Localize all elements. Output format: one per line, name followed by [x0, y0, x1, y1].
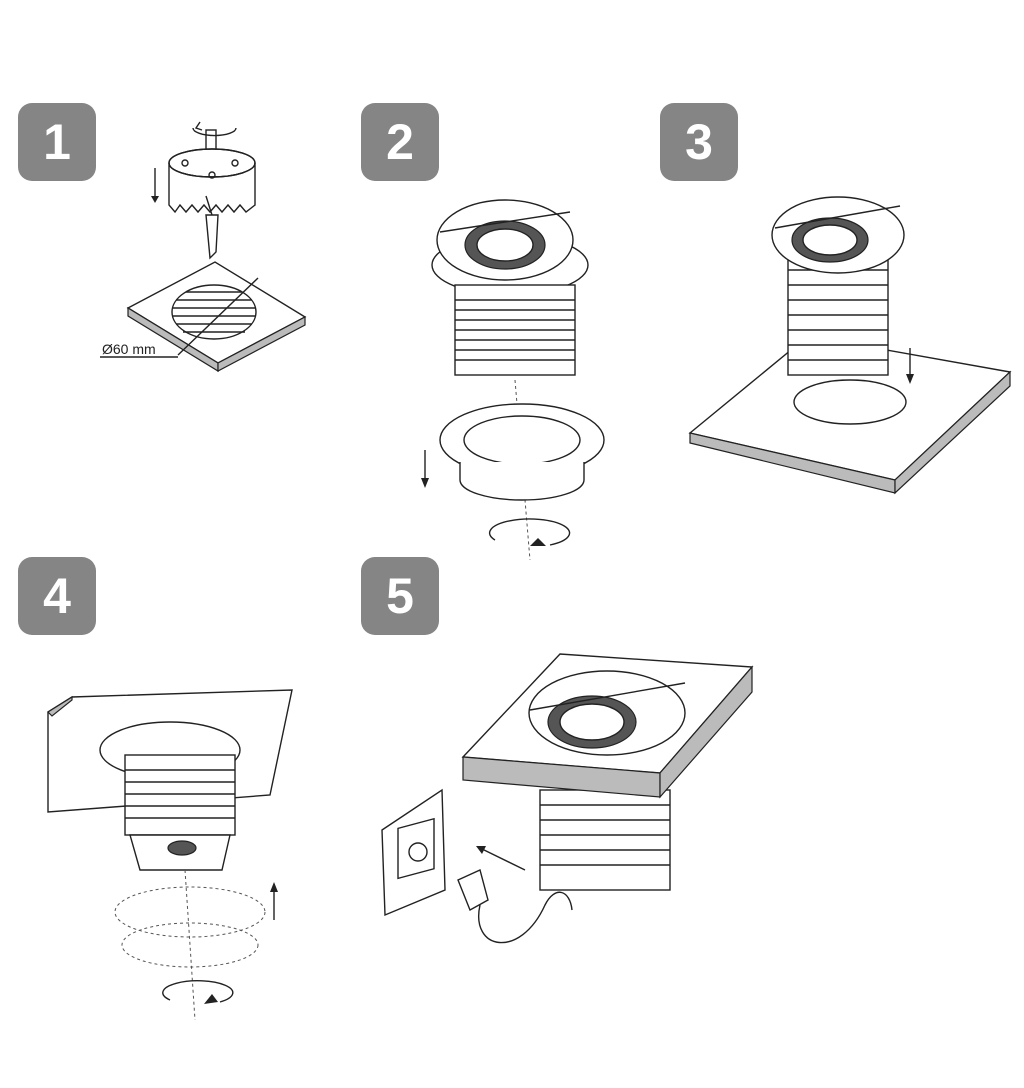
socket-insert-into-desk	[688, 196, 1012, 495]
step-4-badge: 4	[18, 557, 96, 635]
hole-diameter-label: Ø60 mm	[102, 341, 156, 357]
step-3-badge: 3	[660, 103, 738, 181]
step-5-badge: 5	[361, 557, 439, 635]
socket-unit-with-ring	[421, 199, 605, 561]
underside-fixing-ring	[47, 689, 293, 1021]
step-1-badge: 1	[18, 103, 96, 181]
hole-saw-illustration	[151, 121, 256, 260]
installed-socket-and-plug	[381, 653, 754, 944]
step-2-badge: 2	[361, 103, 439, 181]
board-with-hole-marking	[100, 261, 307, 373]
